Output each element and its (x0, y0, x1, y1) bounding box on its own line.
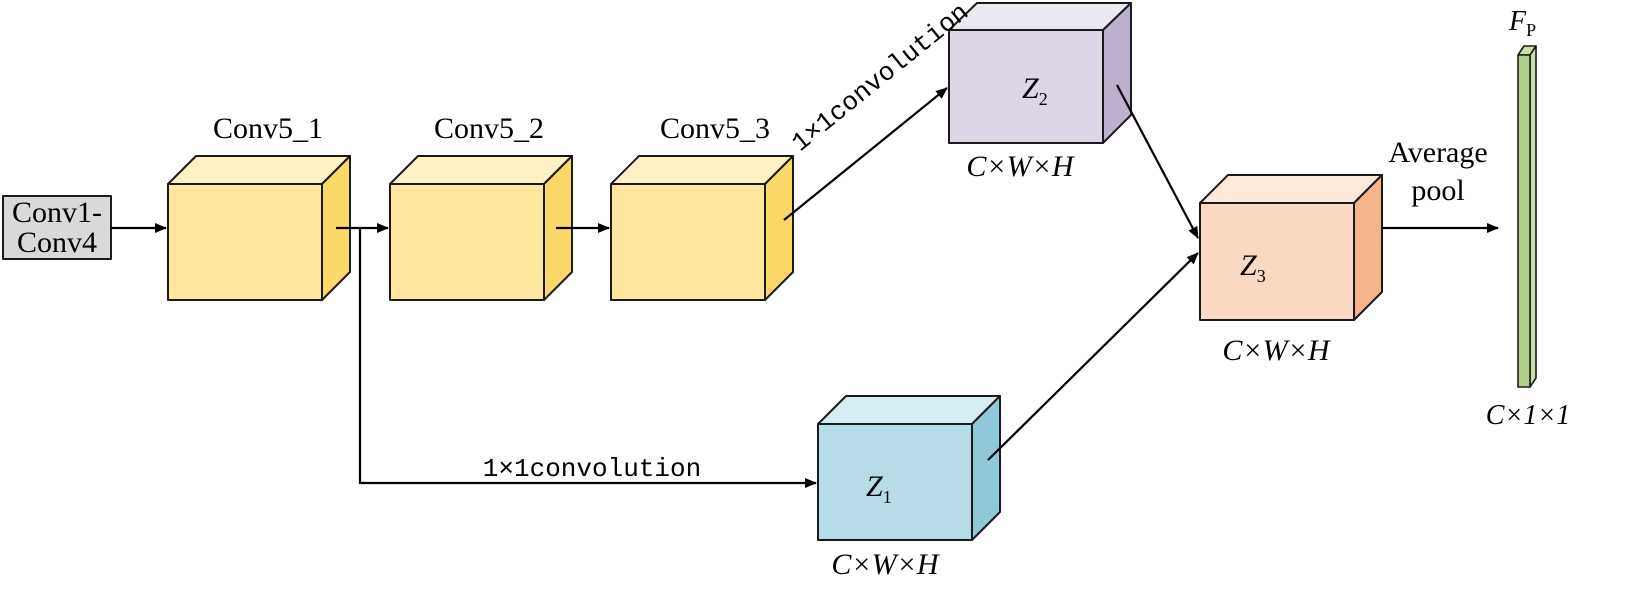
edge-z1-z3 (987, 252, 1199, 461)
conv5-3-label: Conv5_3 (660, 112, 770, 145)
z2-dims: C×W×H (966, 150, 1075, 183)
input-label-line1: Conv1- (12, 196, 102, 229)
output-symbol: FP (1508, 6, 1536, 40)
z1-symbol: Z1 (866, 470, 892, 507)
edge-conv5-3-z2 (783, 87, 948, 221)
conv5-2-label: Conv5_2 (434, 112, 544, 145)
conv5-2-block: Conv5_2 (389, 112, 573, 301)
z2-symbol: Z2 (1022, 72, 1048, 109)
z2-block: Z2 C×W×H (948, 2, 1132, 183)
z3-dims: C×W×H (1222, 334, 1331, 367)
bottom-convolution-label: 1×1convolution (483, 454, 701, 484)
input-label-line2: Conv4 (17, 226, 97, 259)
conv5-3-block: Conv5_3 (610, 112, 794, 301)
conv5-1-block: Conv5_1 (167, 112, 351, 301)
z1-block: Z1 C×W×H (817, 395, 1001, 581)
z3-block: Z3 C×W×H (1199, 174, 1383, 367)
top-convolution-label: 1×1convolution (786, 0, 975, 158)
connections (111, 84, 1499, 488)
average-pool-label-line1: Average (1388, 136, 1487, 169)
conv5-1-label: Conv5_1 (213, 112, 323, 145)
average-pool-label-line2: pool (1411, 174, 1464, 207)
output-vector: FP C×1×1 (1486, 6, 1570, 431)
edge-z2-z3 (1116, 84, 1199, 239)
input-block: Conv1- Conv4 (2, 195, 112, 260)
output-dims: C×1×1 (1486, 400, 1570, 431)
edge-conv5-1-z1 (358, 228, 817, 488)
z3-symbol: Z3 (1240, 249, 1266, 286)
z1-dims: C×W×H (831, 548, 940, 581)
